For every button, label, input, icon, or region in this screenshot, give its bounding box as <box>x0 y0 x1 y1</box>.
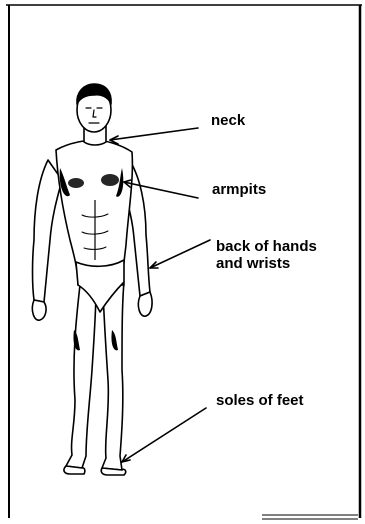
back-of-hands-label: back of hands and wrists <box>216 238 317 272</box>
feet-pointer <box>122 408 206 462</box>
armpits-label: armpits <box>212 181 266 198</box>
human-figure <box>32 84 152 475</box>
left-hand <box>32 300 46 320</box>
left-leg <box>66 285 96 468</box>
right-leg <box>102 282 124 470</box>
right-foot <box>101 468 125 475</box>
soles-of-feet-label: soles of feet <box>216 392 304 409</box>
left-arm <box>33 160 63 302</box>
right-hand <box>138 292 152 316</box>
hands-pointer <box>150 240 210 268</box>
neck-pointer <box>110 128 198 140</box>
left-foot <box>64 466 85 474</box>
neck-label: neck <box>211 112 245 129</box>
